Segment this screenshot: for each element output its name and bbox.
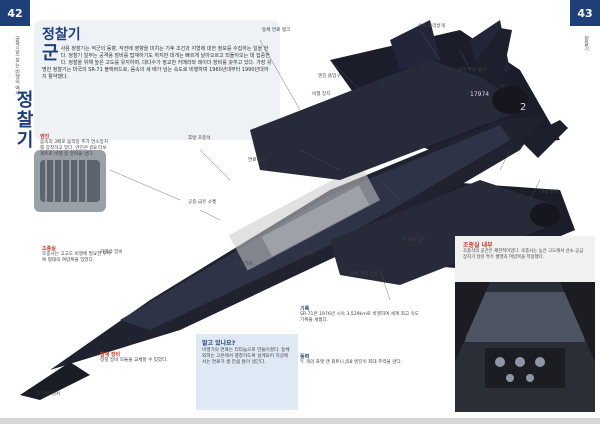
callout-payload: 탑재 장비 정찰 장비 모듈을 교체할 수 있었다. <box>100 352 190 364</box>
intro-title: 정찰기 <box>42 27 81 43</box>
callout-vertical-tail-text: 수직 꼬리날개 <box>418 24 445 29</box>
callout-fuel-tank: 연료 탱크 <box>248 158 302 164</box>
callout-wing-tank-text: 날개 연료 탱크 <box>458 68 487 73</box>
callout-camera: 카메라 장비 <box>100 250 160 256</box>
cockpit-photo <box>455 282 595 412</box>
intro-text: 사용 정찰기는 적군의 동향, 작전에 영향을 미치는 기후 조건과 지형에 대… <box>42 46 272 80</box>
cockpit-panel: 조종실 내부 조종석의 공간은 제한적이었다. 조종사는 높은 고도에서 산소 … <box>455 236 595 412</box>
callout-cockpit-text: 조종사는 고고도 비행에 필요한 우주복 형태의 여압복을 입었다. <box>42 252 112 263</box>
callout-landing-gear-text: 랜딩 기어 <box>234 262 253 267</box>
side-title: 정찰기 <box>13 90 34 150</box>
info-box: 알고 있나요? 비행기의 연료는 티타늄으로 만들어졌다. 동체 외피는 고온에… <box>196 334 298 410</box>
dropcap: 군 <box>42 43 59 64</box>
callout-gear-bay-text: 착륙 기어 격납 <box>350 272 379 277</box>
callout-fuel-tank-text: 연료 탱크 <box>248 158 267 163</box>
callout-power: 동력 두 개의 프랫 앤 휘트니 J58 엔진이 최대 추력을 낸다. <box>300 354 450 366</box>
nose-cone-illustration <box>20 362 90 400</box>
callout-fuselage-tank: 동체 연료 탱크 <box>262 28 320 34</box>
intro-body: 군 사용 정찰기는 적군의 동향, 작전에 영향을 미치는 기후 조건과 지형에… <box>42 43 272 81</box>
callout-outer-wing: 바깥 날개 <box>540 190 590 196</box>
page-number-left: 42 <box>0 0 30 26</box>
cockpit-title: 조종실 내부 <box>463 242 493 249</box>
callout-power-title: 동력 <box>300 354 310 360</box>
callout-main-gear: 주 착륙 장치 <box>402 238 450 244</box>
callout-payload-text: 정찰 장비 모듈을 교체할 수 있었다. <box>100 358 168 363</box>
callout-payload-title: 탑재 장비 <box>100 352 121 358</box>
callout-engine-inlet: 엔진 흡입구 <box>318 74 362 80</box>
callout-engine-text: 음속의 3배로 움직일 추가 연소장치를 장착하고 있다. 엔진은 J58 터보… <box>40 140 108 157</box>
info-box-title: 알고 있나요? <box>202 340 236 347</box>
callout-vertical-tail: 수직 꼬리날개 <box>418 24 468 30</box>
fuselage-illustration <box>50 115 545 370</box>
callout-radar-text: 레이더 <box>302 252 315 257</box>
callout-main-gear-text: 주 착륙 장치 <box>402 238 427 243</box>
callout-engine-title: 엔진 <box>40 134 50 140</box>
callout-rear-seat: 후방 조종석 <box>188 136 248 142</box>
callout-engine: 엔진 음속의 3배로 움직일 추가 연소장치를 장착하고 있다. 엔진은 J58… <box>40 134 110 158</box>
callout-nose-sensor-text: 코 부분 센서 <box>36 392 61 397</box>
running-head-left: 공학으로 보는 비행의 역사 <box>14 36 20 96</box>
callout-cockpit: 조종실 조종사는 고고도 비행에 필요한 우주복 형태의 여압복을 입었다. <box>42 246 114 264</box>
cockpit-body: 조종석의 공간은 제한적이었다. 조종사는 높은 고도에서 산소 공급 장치가 … <box>463 249 584 260</box>
callout-power-text: 두 개의 프랫 앤 휘트니 J58 엔진이 최대 추력을 낸다. <box>300 360 403 365</box>
tail-numeral: 2 <box>520 102 526 113</box>
callout-engine-inlet-text: 엔진 흡입구 <box>318 74 341 79</box>
callout-fuselage-tank-text: 동체 연료 탱크 <box>262 28 291 33</box>
callout-refuel-socket-text: 공중 급유 소켓 <box>188 200 217 205</box>
engine-cutaway-illustration <box>34 150 106 212</box>
bottom-bar <box>0 418 600 424</box>
engine-nacelle-lower <box>330 180 560 285</box>
callout-gear-bay: 착륙 기어 격납 <box>350 272 406 278</box>
callout-flight-system-text: 비행 장치 <box>312 92 331 97</box>
callout-camera-text: 카메라 장비 <box>100 250 123 255</box>
tail-number: 17974 <box>470 91 489 98</box>
callout-flight-system: 비행 장치 <box>312 92 356 98</box>
callout-landing-gear: 랜딩 기어 <box>234 262 284 268</box>
vertical-tail-illustration <box>470 28 568 158</box>
callout-rear-seat-text: 후방 조종석 <box>188 136 211 141</box>
callout-wing-tank: 날개 연료 탱크 <box>458 68 512 74</box>
callout-outer-wing-text: 바깥 날개 <box>540 190 559 195</box>
callout-radar: 레이더 <box>302 252 348 258</box>
info-box-body: 비행기의 연료는 티타늄으로 만들어졌다. 동체 외피는 고온에서 팽창하도록 … <box>202 348 290 365</box>
callout-nose-sensor: 코 부분 센서 <box>36 392 96 398</box>
callout-record: 기록 SR-71은 1976년 시속 3,529km로 비행하여 세계 최고 속… <box>300 306 420 324</box>
running-head-right: 정찰기 <box>583 36 589 51</box>
callout-record-text: SR-71은 1976년 시속 3,529km로 비행하여 세계 최고 속도 기… <box>300 312 420 323</box>
callout-refuel-socket: 공중 급유 소켓 <box>188 200 248 206</box>
callout-cockpit-title: 조종실 <box>42 246 56 252</box>
engine-nacelle-upper <box>250 60 528 180</box>
intro-panel: 정찰기 군 사용 정찰기는 적군의 동향, 작전에 영향을 미치는 기후 조건과… <box>34 20 280 140</box>
page-number-right: 43 <box>570 0 600 26</box>
callout-record-title: 기록 <box>300 306 310 312</box>
